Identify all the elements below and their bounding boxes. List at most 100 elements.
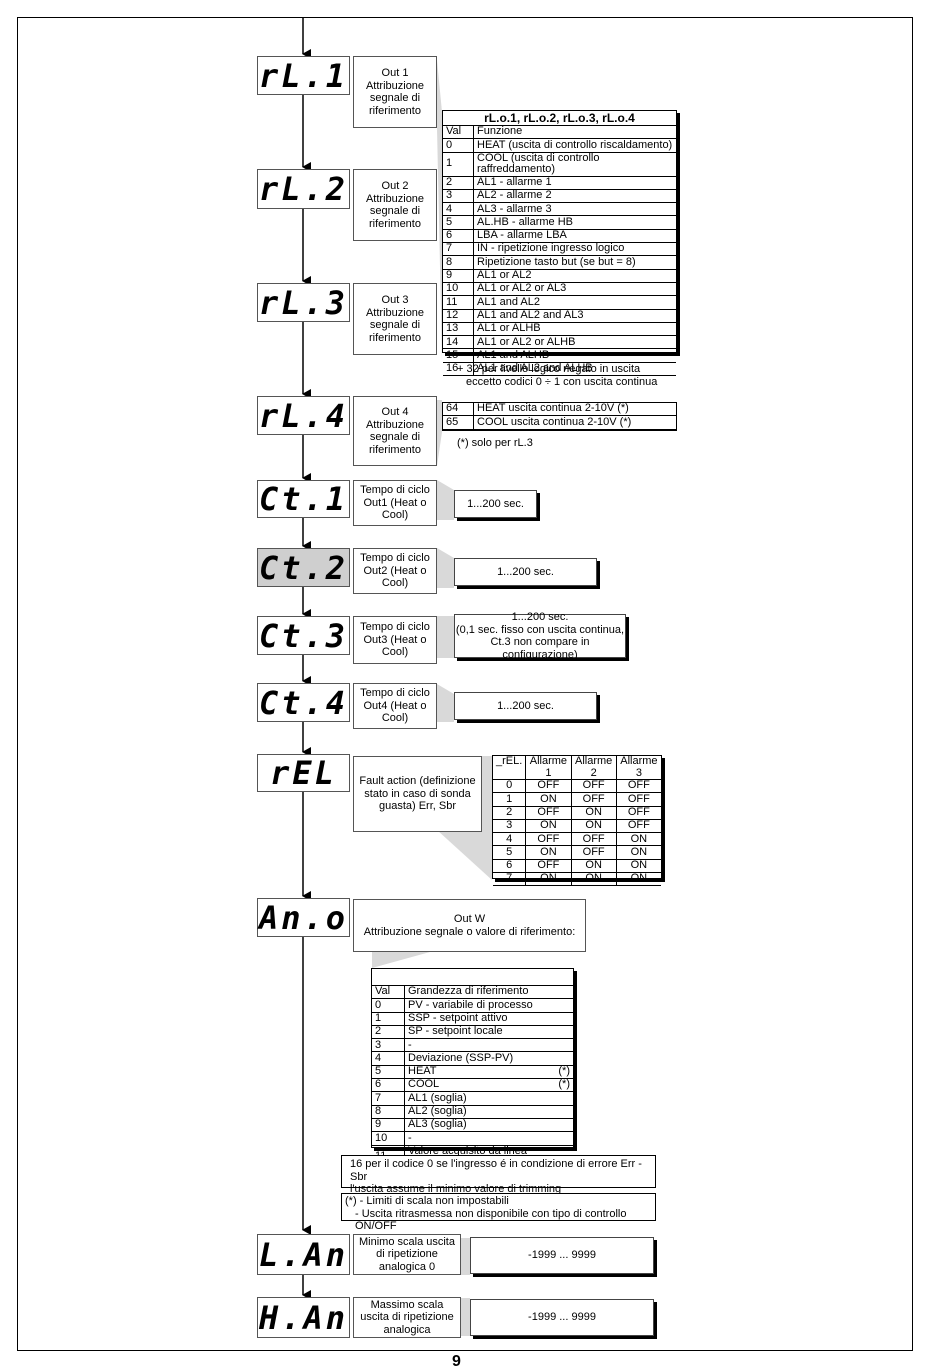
ano-note1-line2: l'uscita assume il minimo valore di trim… <box>350 1183 562 1195</box>
value-han: -1999 ... 9999 <box>470 1299 654 1336</box>
connector-shade <box>461 1238 470 1275</box>
ano-row-cell: 6 <box>372 1078 405 1092</box>
rel-row-cell: OFF <box>525 806 572 820</box>
rlo-row-cell: AL1 and AL2 and AL3 <box>477 308 584 321</box>
ano-row-cell <box>555 999 573 1012</box>
rlo-table-box: rL.o.1, rL.o.2, rL.o.3, rL.o.4 Val Funzi… <box>442 110 677 376</box>
ano-row-cell: AL1 (soglia) <box>408 1091 467 1104</box>
rlo-row-cell: AL1 - allarme 1 <box>477 175 552 188</box>
ano-row-cell: (*) <box>558 1078 570 1091</box>
desc-ano: Out W Attribuzione segnale o valore di r… <box>353 899 586 952</box>
rlo-row-cell: AL1 or AL2 or ALHB <box>477 335 576 348</box>
rel-row-cell: OFF <box>571 792 617 807</box>
rlo-row-cell: 5 <box>443 215 474 230</box>
display-ano: An.o <box>257 898 350 937</box>
value-ct4: 1...200 sec. <box>454 692 597 720</box>
rlo-row-cell: AL1 and AL2 and ALHB <box>477 362 593 375</box>
rel-header-0: _rEL. <box>493 755 527 780</box>
rlo-extra-row-cell: 64 <box>443 403 474 416</box>
rel-row-cell: 4 <box>493 832 527 846</box>
ano-row-cell: Deviazione (SSP-PV) <box>408 1051 514 1064</box>
rlo-row-cell: 14 <box>443 335 474 349</box>
rlo-extra-row-cell: HEAT uscita continua 2-10V (*) <box>477 402 629 415</box>
display-ct3: Ct.3 <box>257 616 350 655</box>
rel-row-cell: ON <box>630 845 648 858</box>
ano-row-cell: AL3 (soglia) <box>408 1118 467 1131</box>
rlo-table-title: rL.o.1, rL.o.2, rL.o.3, rL.o.4 <box>443 111 676 126</box>
ano-row-cell: COOL <box>408 1078 440 1091</box>
desc-rl2: Out 2 Attribuzione segnale di riferiment… <box>353 169 437 241</box>
rel-row-cell: 1 <box>493 792 527 807</box>
rel-row-cell: OFF <box>525 832 572 846</box>
rlo-row-cell: 7 <box>443 242 474 256</box>
rel-row-cell: 2 <box>493 806 527 820</box>
rlo-row-cell: 12 <box>443 309 474 323</box>
ano-title: Out W <box>453 913 486 925</box>
rlo-row-cell: COOL (uscita di controllo raffreddamento… <box>477 151 600 176</box>
ano-row-cell <box>555 1105 573 1118</box>
connector-shade <box>437 684 454 722</box>
rel-table-header: _rEL. Allarme 1 Allarme 2 Allarme 3 <box>493 755 661 780</box>
ano-header-grandezza: Grandezza di riferimento <box>408 985 529 998</box>
rlo-table-header: Val Funzione <box>443 126 676 139</box>
rlo-row-cell: 11 <box>443 295 474 310</box>
rlo-note-line2: eccetto codici 0 ÷ 1 con uscita continua <box>466 375 658 388</box>
ano-row-cell: 8 <box>372 1105 405 1119</box>
rlo-header-funzione: Funzione <box>477 125 523 138</box>
ano-row-cell <box>555 1118 573 1131</box>
rel-row-cell: OFF <box>571 845 617 860</box>
ano-row-cell: SSP - setpoint attivo <box>408 1011 508 1024</box>
ano-row-cell: SP - setpoint locale <box>408 1025 503 1038</box>
rlo-row-cell: AL.HB - allarme HB <box>477 215 573 228</box>
rel-row-cell: ON <box>525 792 572 807</box>
display-ct2: Ct.2 <box>257 548 350 587</box>
ano-row-cell <box>555 1132 573 1145</box>
connector-shade <box>437 60 442 360</box>
rlo-row-cell: AL3 - allarme 3 <box>477 202 552 215</box>
rel-row-cell: ON <box>525 845 572 860</box>
connector-shade <box>372 952 430 968</box>
ano-row-cell <box>555 1025 573 1038</box>
ano-note1-line1: 16 per il codice 0 se l'ingresso é in co… <box>350 1158 642 1183</box>
rel-row-cell: ON <box>630 872 648 885</box>
display-ct4: Ct.4 <box>257 683 350 722</box>
connector-shade <box>461 1298 470 1336</box>
rel-row-cell: ON <box>571 806 617 820</box>
rlo-row-cell: AL1 and ALHB <box>477 348 550 361</box>
rel-row-cell: 0 <box>493 779 527 793</box>
rlo-row-cell: AL1 or AL2 <box>477 269 532 282</box>
desc-ct4: Tempo di ciclo Out4 (Heat o Cool) <box>353 683 437 729</box>
rlo-row-cell: 6 <box>443 229 474 243</box>
desc-ct3: Tempo di ciclo Out3 (Heat o Cool) <box>353 616 437 664</box>
ano-row-cell: 4 <box>372 1051 405 1066</box>
rlo-row-cell: IN - ripetizione ingresso logico <box>477 242 625 255</box>
rlo-row-cell: AL1 or AL2 or AL3 <box>477 282 567 295</box>
value-ct2: 1...200 sec. <box>454 558 597 586</box>
ano-note1: 16 per il codice 0 se l'ingresso é in co… <box>341 1155 656 1195</box>
display-ct1: Ct.1 <box>257 480 350 518</box>
ano-subtitle: Attribuzione segnale o valore di riferim… <box>363 925 576 938</box>
desc-rl1: Out 1 Attribuzione segnale di riferiment… <box>353 56 437 128</box>
connector-shade <box>437 400 442 466</box>
rel-row-cell: ON <box>630 832 648 845</box>
rel-row-cell: 5 <box>493 845 527 860</box>
